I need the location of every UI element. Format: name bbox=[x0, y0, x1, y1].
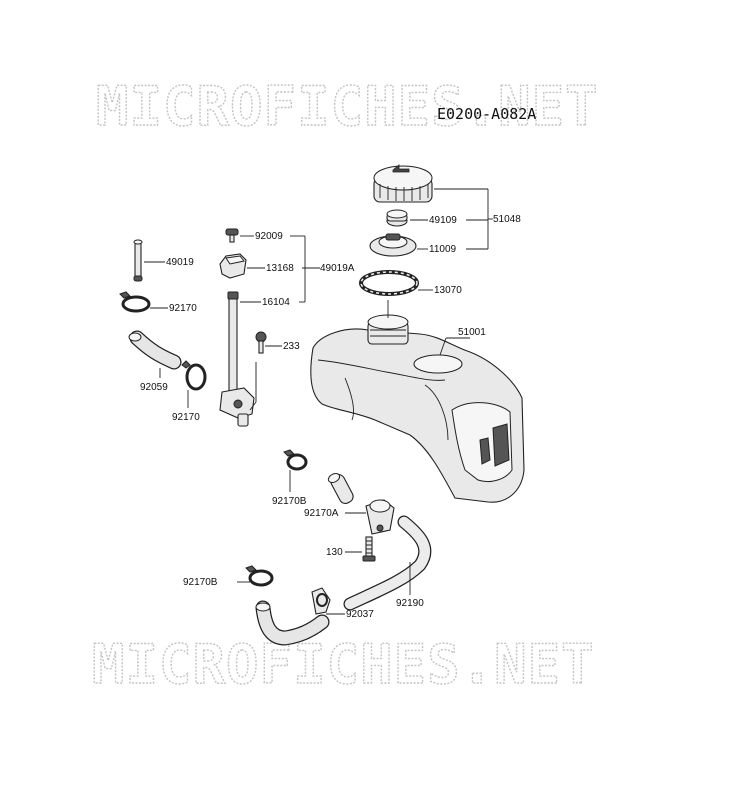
label-11009: 11009 bbox=[429, 244, 457, 255]
clamp-92170B-bottom bbox=[245, 565, 274, 587]
fuel-tank bbox=[310, 314, 525, 503]
label-92170-mid: 92170 bbox=[172, 412, 200, 423]
bolt-92009 bbox=[225, 228, 239, 243]
watermark-top: MICROFICHES.NET bbox=[96, 75, 599, 138]
label-92170A: 92170A bbox=[304, 508, 339, 519]
leader-lines bbox=[144, 188, 493, 615]
fuel-cock-body bbox=[219, 362, 257, 427]
label-49019A: 49019A bbox=[320, 263, 355, 274]
diagram-code: E0200-A082A bbox=[437, 105, 536, 123]
watermark-bottom: MICROFICHES.NET bbox=[92, 633, 595, 696]
label-49019: 49019 bbox=[166, 257, 194, 268]
bracket-92170A bbox=[365, 499, 395, 535]
label-233: 233 bbox=[283, 341, 300, 352]
label-92170B-bottom: 92170B bbox=[183, 577, 218, 588]
hose-92190 bbox=[343, 515, 432, 611]
label-13070: 13070 bbox=[434, 285, 462, 296]
label-51048: 51048 bbox=[493, 214, 521, 225]
label-13168: 13168 bbox=[266, 263, 294, 274]
label-92009: 92009 bbox=[255, 231, 283, 242]
hose-elbow bbox=[255, 600, 330, 646]
clamp-92170-mid bbox=[181, 360, 207, 391]
short-hose bbox=[327, 472, 354, 504]
fuel-cock-stem bbox=[227, 291, 239, 402]
hose-92059 bbox=[128, 330, 182, 370]
fuel-cock-knob bbox=[219, 253, 247, 279]
cap-gasket bbox=[386, 209, 408, 227]
label-92059: 92059 bbox=[140, 382, 168, 393]
clip-92037 bbox=[311, 587, 331, 615]
label-16104: 16104 bbox=[262, 297, 290, 308]
label-49109: 49109 bbox=[429, 215, 457, 226]
label-92037: 92037 bbox=[346, 609, 374, 620]
label-92190: 92190 bbox=[396, 598, 424, 609]
bolt-130 bbox=[362, 536, 376, 562]
retaining-ring bbox=[359, 270, 419, 296]
label-51001: 51001 bbox=[458, 327, 486, 338]
clamp-92170B-top bbox=[283, 449, 308, 471]
screw-233 bbox=[255, 331, 267, 354]
fuel-cap bbox=[373, 164, 433, 203]
clamp-92170-top bbox=[119, 291, 151, 313]
label-92170-top: 92170 bbox=[169, 303, 197, 314]
rod-49019 bbox=[133, 239, 143, 282]
cap-filter-plate bbox=[369, 233, 417, 257]
label-92170B-top: 92170B bbox=[272, 496, 307, 507]
label-130: 130 bbox=[326, 547, 343, 558]
